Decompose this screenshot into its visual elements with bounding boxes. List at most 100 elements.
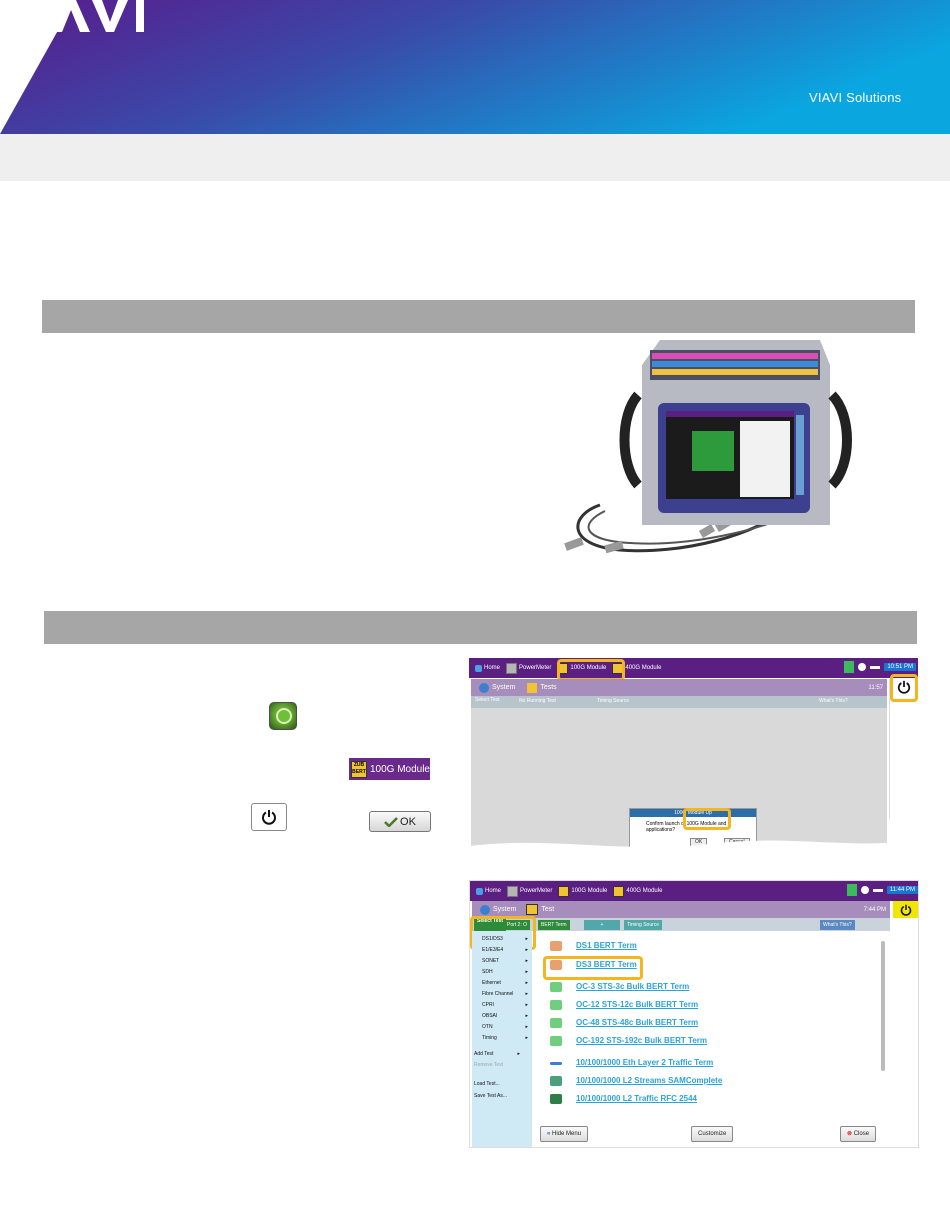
- test-row-rfc2544[interactable]: 10/100/1000 L2 Traffic RFC 2544: [538, 1093, 878, 1107]
- ethernet-icon: [550, 1062, 562, 1065]
- ok-button-icon: OK: [369, 811, 431, 832]
- test-row-ds3[interactable]: DS3 BERT Term: [538, 959, 878, 973]
- test-row-oc12[interactable]: OC-12 STS-12c Bulk BERT Term: [538, 999, 878, 1013]
- whats-this-button[interactable]: What's This?: [820, 920, 855, 930]
- menu-item-timing[interactable]: Timing▸: [482, 1035, 528, 1041]
- save-test-item[interactable]: Save Test As...: [474, 1093, 507, 1099]
- streams-icon: [550, 1076, 562, 1086]
- module-chip-label: 100G Module: [369, 763, 430, 775]
- home-tab[interactable]: Home: [475, 664, 500, 672]
- battery-icon: [844, 661, 855, 673]
- add-test-item[interactable]: Add Test▸: [474, 1051, 520, 1057]
- test-icon: [526, 904, 539, 915]
- whats-this-button[interactable]: What's This?: [819, 698, 848, 704]
- tools-icon: [872, 888, 883, 892]
- menu-bar: System Test 7:44 PM: [472, 901, 890, 918]
- test-row-eth-l2[interactable]: 10/100/1000 Eth Layer 2 Traffic Term: [538, 1057, 878, 1071]
- power-button[interactable]: [893, 901, 918, 918]
- powermeter-tab[interactable]: PowerMeter: [506, 662, 551, 674]
- power-icon: [251, 803, 287, 831]
- close-icon: ⊗: [847, 1131, 853, 1137]
- status-area: 11:44 PM: [843, 884, 918, 896]
- port-tab[interactable]: Port 2: O: [504, 920, 531, 930]
- screenshot-module-launch: Home PowerMeter 100G Module 400G Module …: [469, 658, 918, 858]
- remove-test-item[interactable]: Remove Test: [474, 1062, 504, 1068]
- sonet-icon: [550, 982, 562, 992]
- side-panel: [889, 679, 918, 819]
- hide-menu-button[interactable]: « Hide Menu: [540, 1126, 589, 1142]
- sonet-icon: [550, 1036, 562, 1046]
- sonet-icon: [550, 1018, 562, 1028]
- checkmark-hand-icon: [384, 816, 398, 827]
- test-row-oc192[interactable]: OC-192 STS-192c Bulk BERT Term: [538, 1035, 878, 1049]
- system-menu[interactable]: System: [492, 684, 516, 691]
- chevron-right-icon: ▸: [525, 1013, 528, 1019]
- select-test-tab[interactable]: Select Test: [474, 918, 507, 931]
- ds3-icon: [550, 960, 562, 970]
- system-icon: [479, 682, 489, 693]
- home-tab[interactable]: Home: [476, 887, 501, 895]
- banner-gradient: [0, 0, 950, 134]
- timing-source-tab[interactable]: Timing Source: [624, 920, 663, 930]
- module-100g-tab[interactable]: 100G Module: [558, 885, 607, 897]
- highlight-module-tab: [557, 659, 625, 681]
- powermeter-tab[interactable]: PowerMeter: [507, 885, 552, 897]
- test-row-oc3[interactable]: OC-3 STS-3c Bulk BERT Term: [538, 981, 878, 995]
- select-test-tab[interactable]: Select Test: [475, 697, 500, 703]
- test-category-menu: DS1/DS3▸ E1/E3/E4▸ SONET▸ SDH▸ Ethernet▸…: [472, 931, 532, 1147]
- section-header-2: [44, 611, 917, 644]
- menu-item-ds1-ds3[interactable]: DS1/DS3▸: [482, 936, 528, 942]
- scrollbar[interactable]: [881, 941, 885, 1071]
- test-row-sam[interactable]: 10/100/1000 L2 Streams SAMComplete: [538, 1075, 878, 1089]
- menu-item-e1-e3-e4[interactable]: E1/E3/E4▸: [482, 947, 528, 953]
- chevron-right-icon: ▸: [525, 1024, 528, 1030]
- menu-item-cpri[interactable]: CPRI▸: [482, 1002, 528, 1008]
- clock: 10:51 PM: [884, 663, 916, 671]
- bottom-bar: « Hide Menu Customize ⊗ Close: [536, 1123, 888, 1145]
- bert-term-tab[interactable]: BERT Term: [538, 920, 570, 930]
- highlight-power-button: [890, 674, 918, 702]
- dialog-message: Confirm launch of 100G Module and applic…: [646, 821, 727, 833]
- menubar-time: 11:57: [868, 684, 883, 691]
- start-button-icon: [269, 702, 297, 730]
- customize-button[interactable]: Customize: [691, 1126, 734, 1142]
- no-running-test-tab[interactable]: No Running Test: [519, 698, 556, 704]
- power-icon[interactable]: [897, 680, 911, 694]
- top-bar: Home PowerMeter 100G Module 400G Module …: [470, 881, 918, 901]
- torn-edge: [469, 840, 918, 858]
- chevron-right-icon: ▸: [525, 936, 528, 942]
- ok-label: OK: [400, 815, 416, 828]
- tools-icon: [870, 665, 881, 669]
- system-menu[interactable]: System: [493, 906, 517, 913]
- chevron-right-icon: ▸: [525, 980, 528, 986]
- highlight-ds3-test: [543, 956, 643, 980]
- close-button[interactable]: ⊗ Close: [840, 1126, 877, 1142]
- chevron-right-icon: ▸: [525, 969, 528, 975]
- test-row-oc48[interactable]: OC-48 STS-48c Bulk BERT Term: [538, 1017, 878, 1031]
- test-row-ds1[interactable]: DS1 BERT Term: [538, 940, 878, 954]
- clock: 11:44 PM: [886, 886, 918, 894]
- speaker-icon: [858, 663, 867, 671]
- chevron-right-icon: ▸: [525, 958, 528, 964]
- power-icon: [900, 904, 912, 916]
- menu-item-ethernet[interactable]: Ethernet▸: [482, 980, 528, 986]
- menu-item-sonet[interactable]: SONET▸: [482, 958, 528, 964]
- ds1-icon: [550, 941, 562, 951]
- rfc-icon: [550, 1094, 562, 1104]
- battery-icon: [846, 884, 857, 896]
- tests-menu[interactable]: Tests: [540, 684, 557, 691]
- home-icon: [475, 664, 482, 672]
- module-400g-tab[interactable]: 400G Module: [613, 885, 662, 897]
- powermeter-icon: [506, 662, 518, 674]
- menu-item-obsai[interactable]: OBSAI▸: [482, 1013, 528, 1019]
- viavi-logo-icon: [0, 0, 144, 32]
- test-menu[interactable]: Test: [541, 906, 555, 913]
- menu-item-otn[interactable]: OTN▸: [482, 1024, 528, 1030]
- menu-item-sdh[interactable]: SDH▸: [482, 969, 528, 975]
- add-tab-button[interactable]: +: [584, 920, 620, 930]
- main-area: System Tests 11:57 Select Test No Runnin…: [471, 679, 887, 854]
- bert-module-icon: ZUB BERT: [351, 760, 367, 778]
- timing-source-tab[interactable]: Timing Source: [597, 698, 630, 704]
- load-test-item[interactable]: Load Test...: [474, 1081, 500, 1087]
- menu-item-fibre-channel[interactable]: Fibre Channel▸: [482, 991, 528, 997]
